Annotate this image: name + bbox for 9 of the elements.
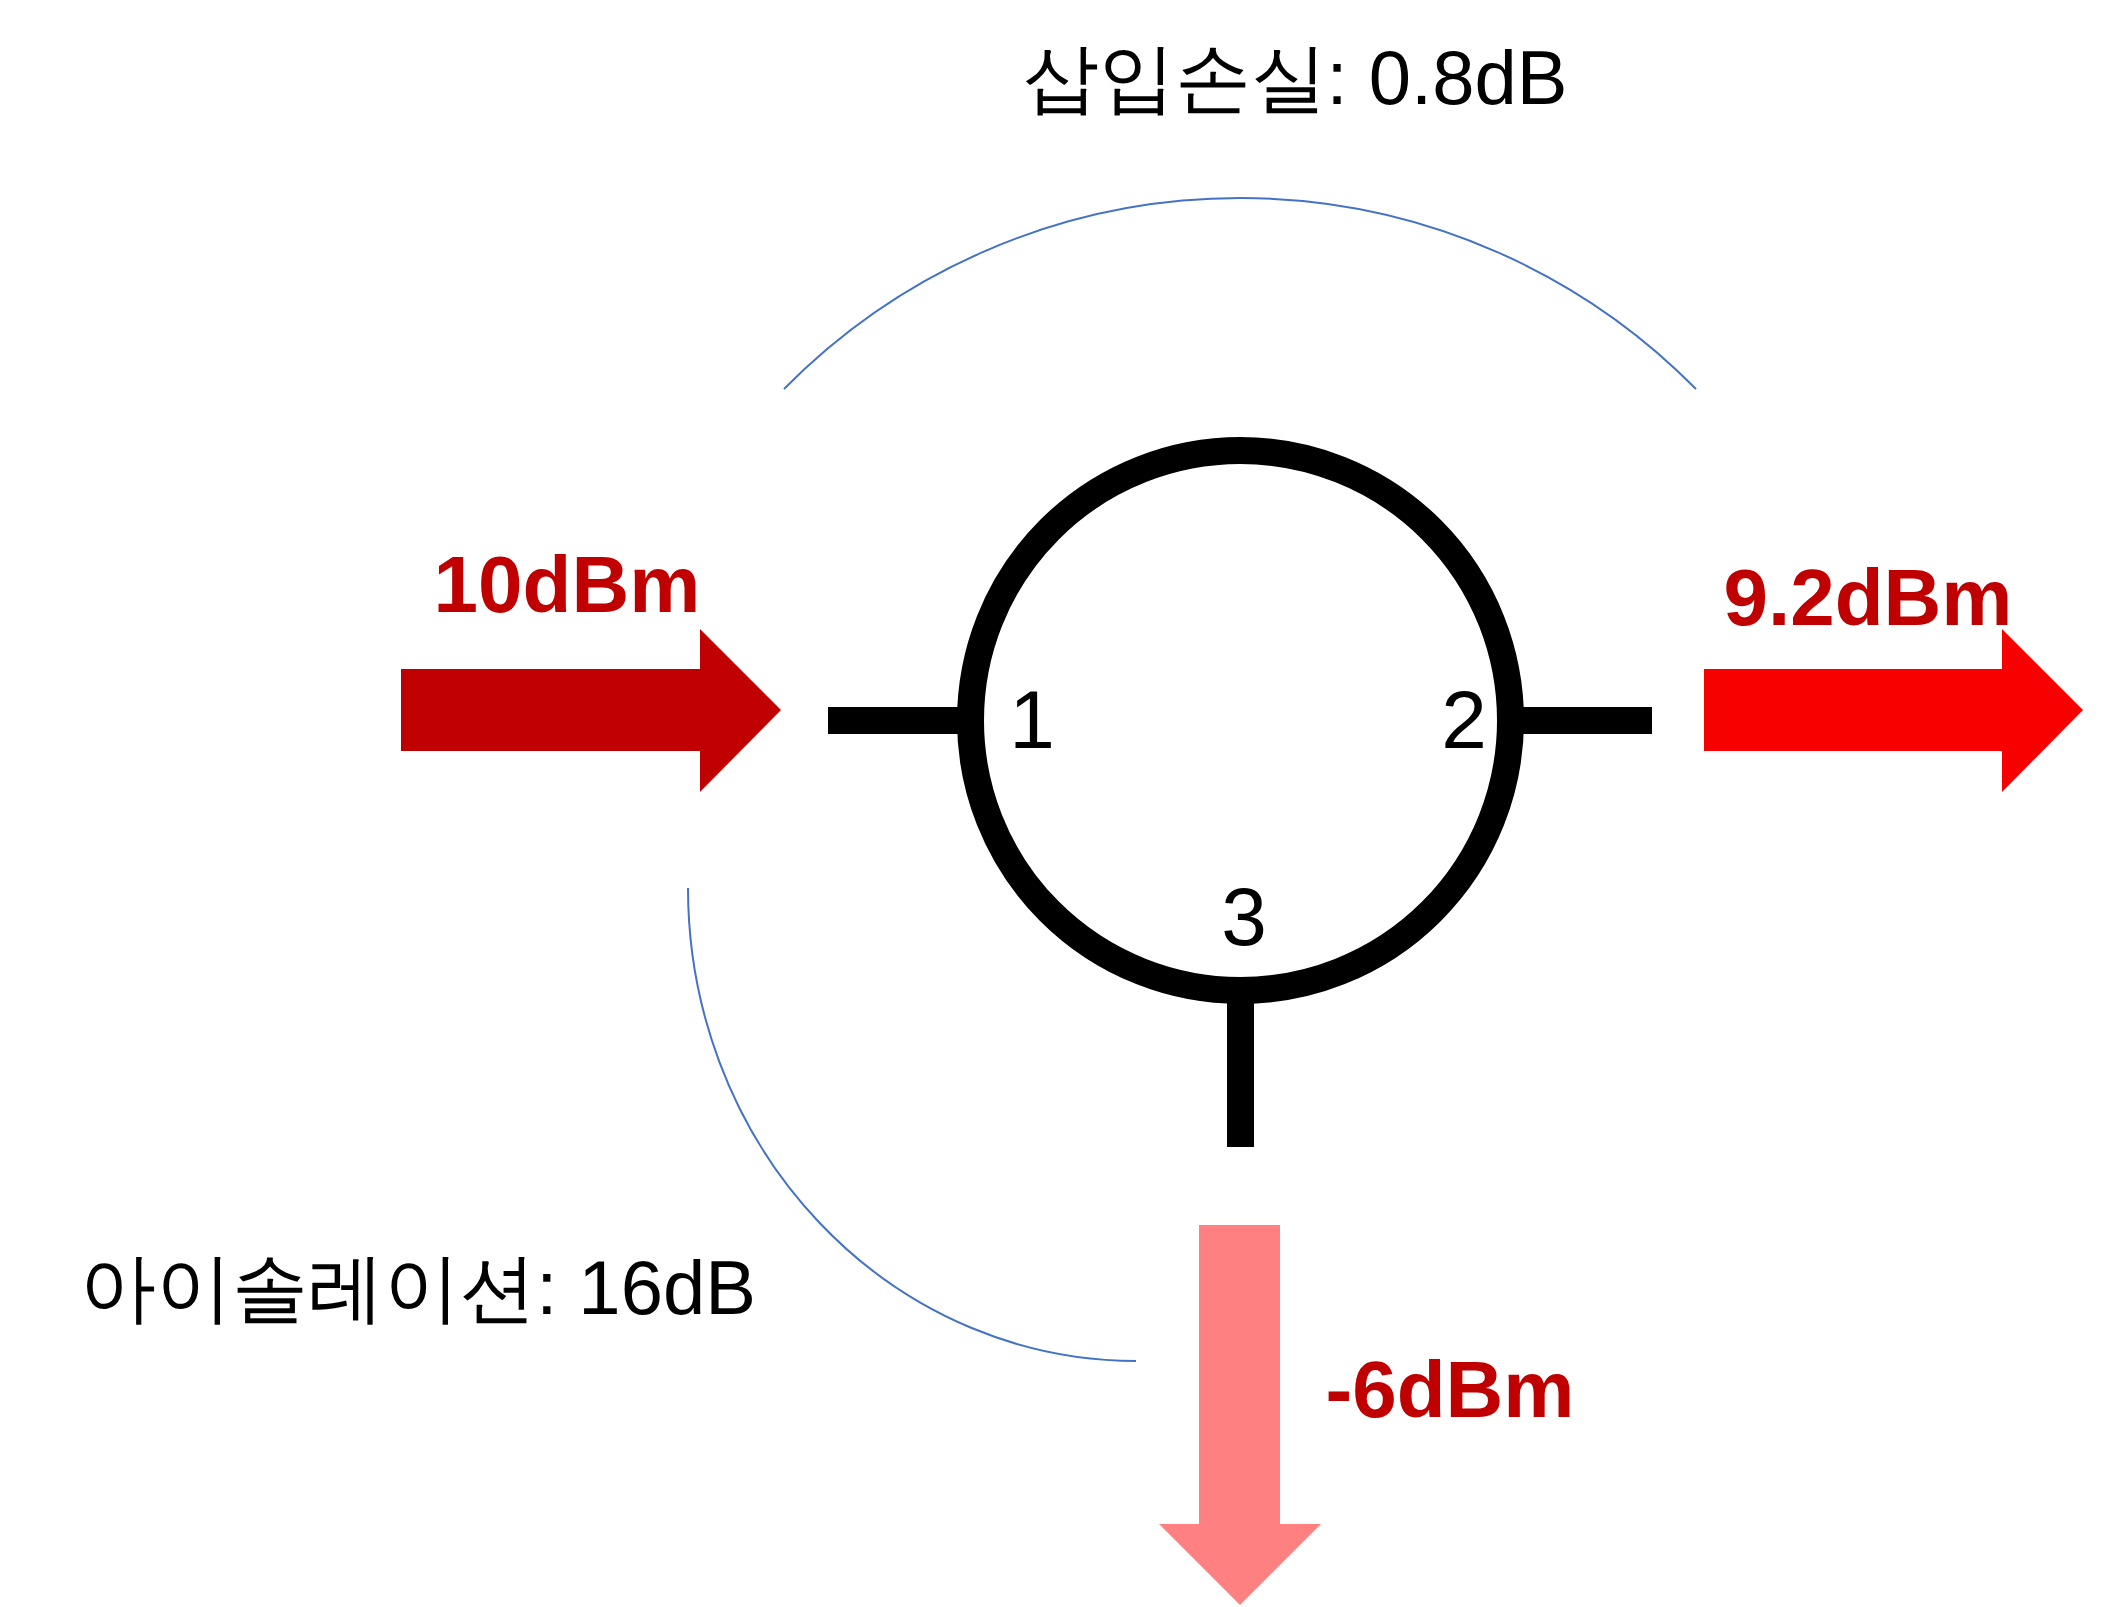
port-number: 2 — [1441, 679, 1487, 761]
circulator-circle — [957, 437, 1524, 1004]
power-label: 9.2dBm — [1723, 558, 2013, 638]
insertion-loss-label: 삽입손실: 0.8dB — [1022, 40, 1568, 116]
power-label: 10dBm — [433, 545, 701, 625]
port-number: 3 — [1221, 876, 1267, 958]
port-number: 1 — [1009, 679, 1055, 761]
isolation-label: 아이솔레이션: 16dB — [80, 1250, 756, 1326]
power-label: -6dBm — [1325, 1350, 1575, 1430]
